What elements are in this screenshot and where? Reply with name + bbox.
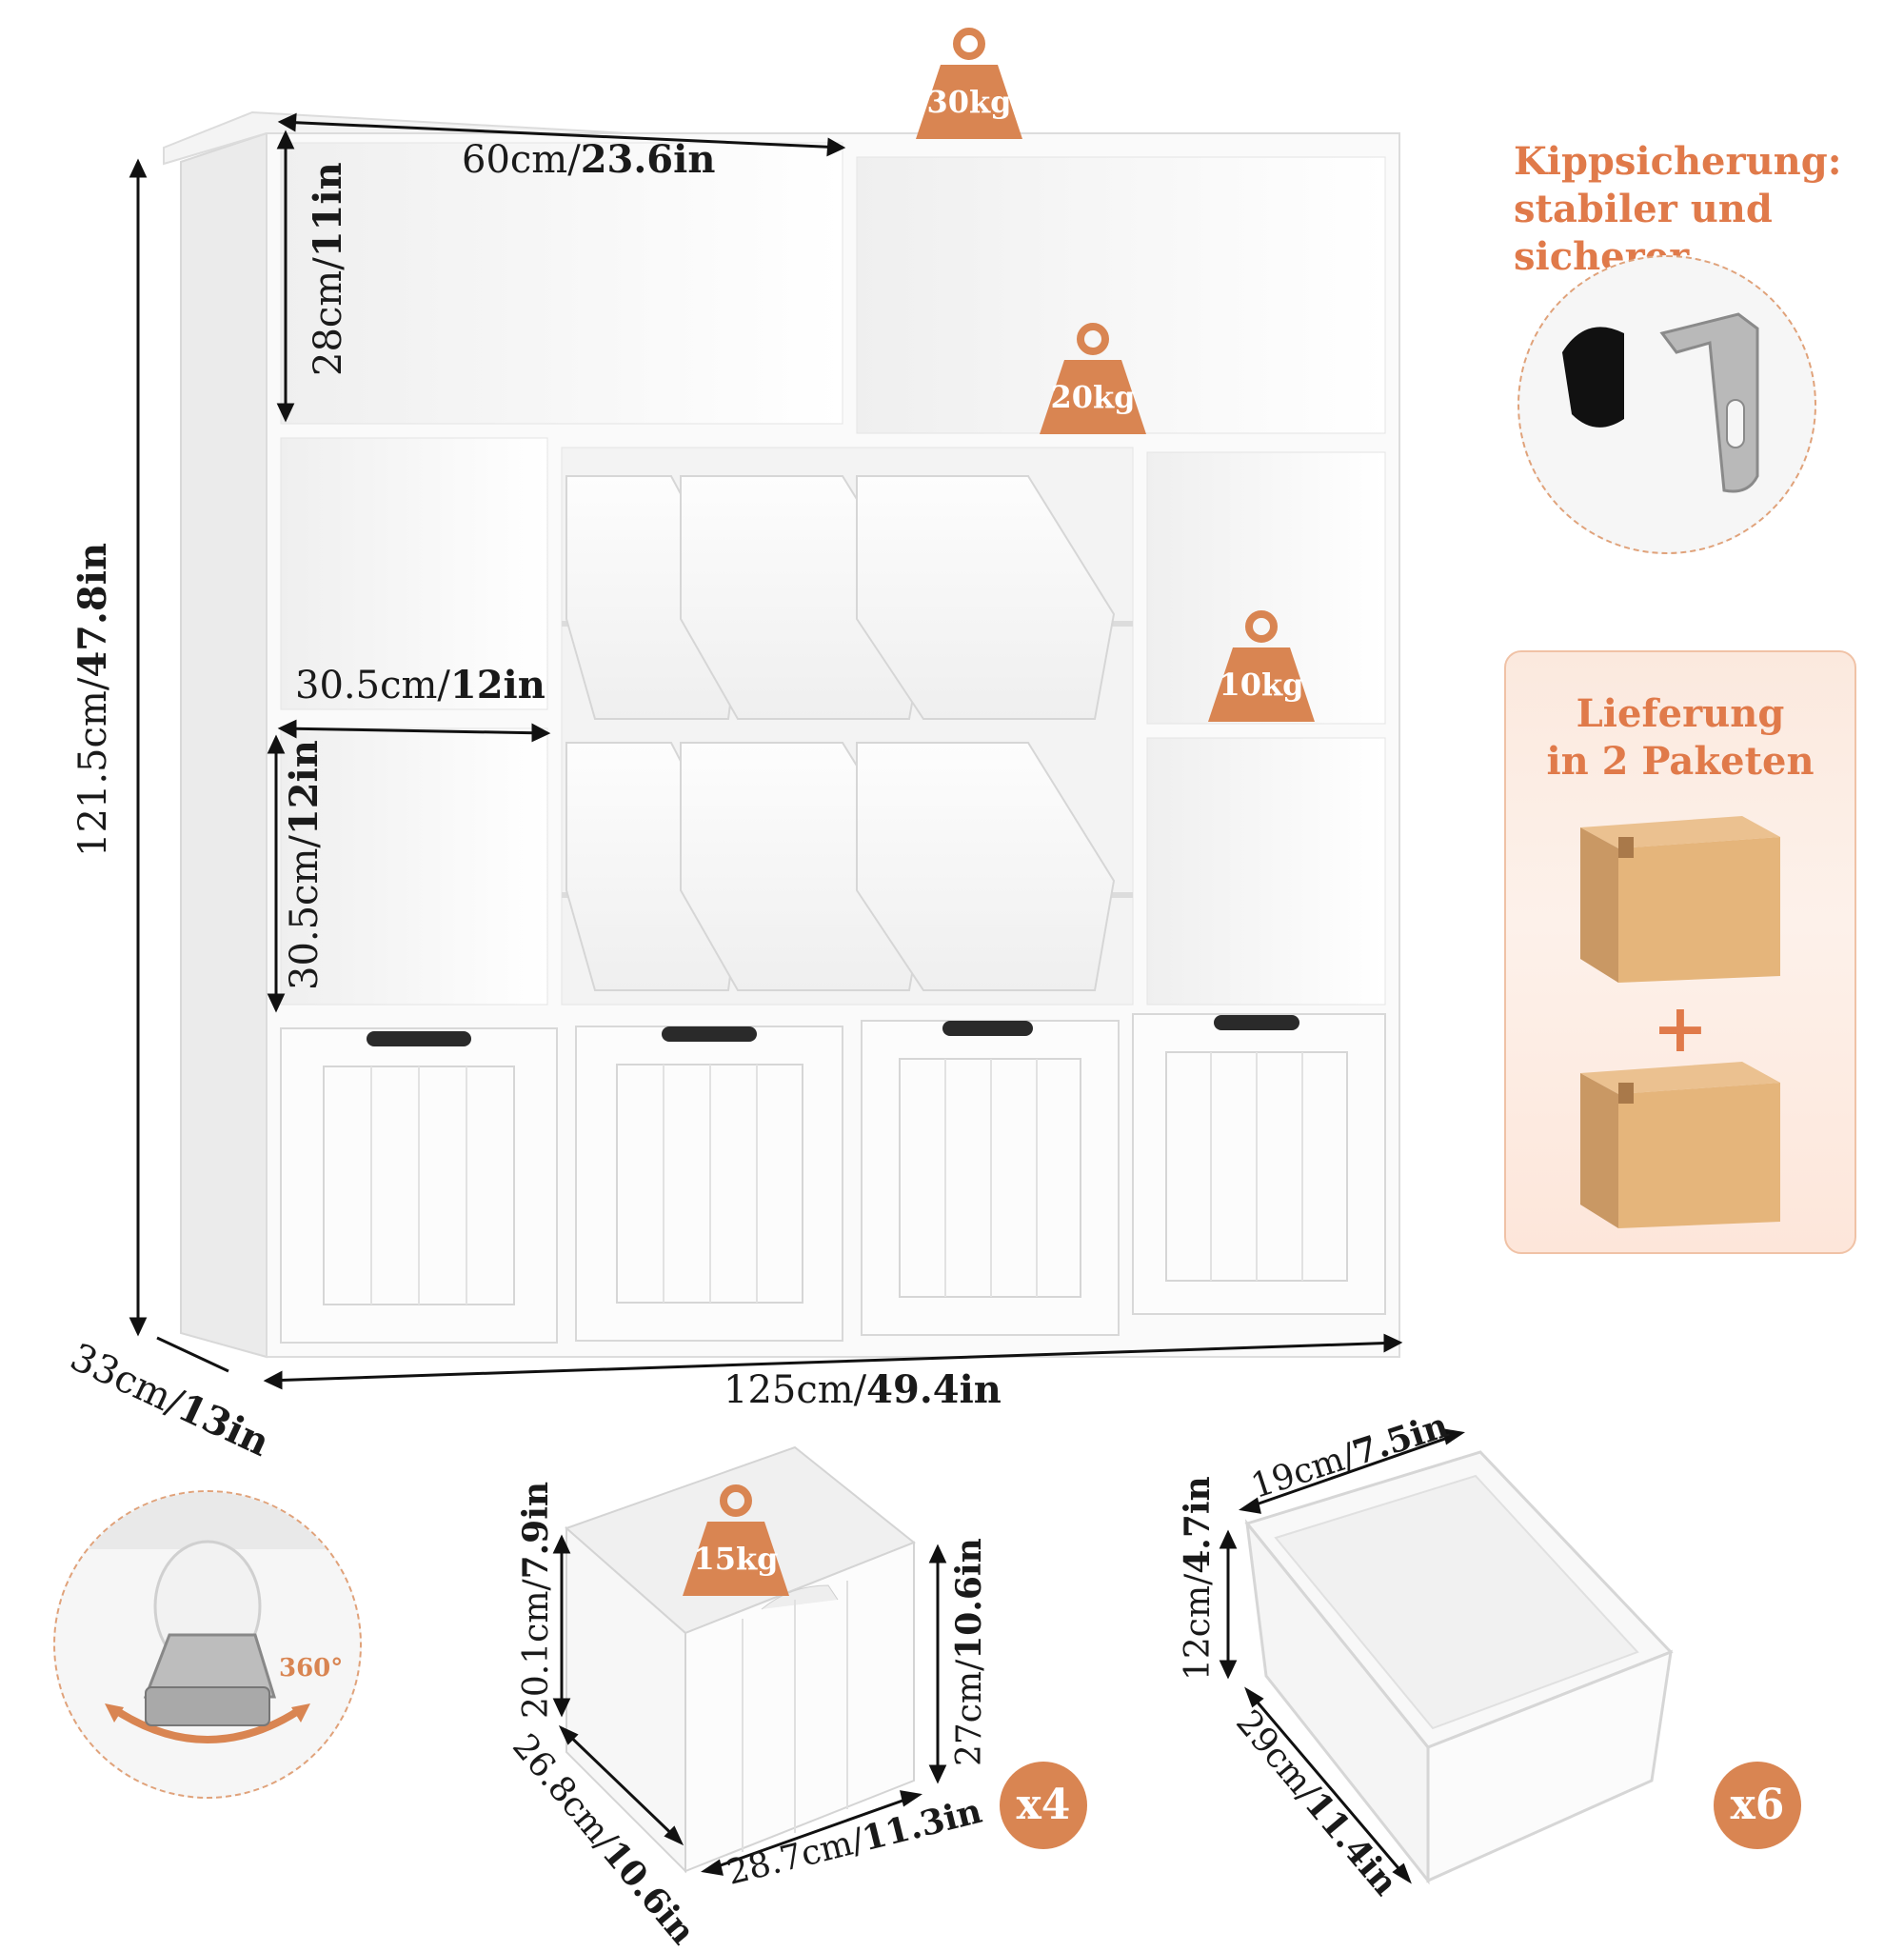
delivery-panel: Lieferung in 2 Paketen + xyxy=(1504,650,1856,1254)
weight-tag-side-cube: 10kg xyxy=(1204,609,1319,733)
weight-tag-top: 30kg xyxy=(912,27,1026,150)
dim-in: 12in xyxy=(449,663,545,707)
dim-cm: 12cm/ xyxy=(1179,1573,1218,1681)
plus-sign: + xyxy=(1652,988,1709,1067)
dim-cm: 125cm/ xyxy=(724,1368,867,1412)
weight-label: 15kg xyxy=(693,1541,779,1577)
dim-total-width: 125cm/49.4in xyxy=(724,1368,1002,1412)
weight-tag-drawer: 15kg xyxy=(679,1484,793,1607)
delivery-title: Lieferung in 2 Paketen xyxy=(1506,690,1854,786)
anti-tip-bracket-image xyxy=(1517,255,1816,554)
dim-in: 4.7in xyxy=(1178,1476,1218,1574)
package-box-icon xyxy=(1580,816,1780,983)
dim-top-width: 60cm/23.6in xyxy=(462,138,715,182)
delivery-line2: in 2 Paketen xyxy=(1546,739,1815,784)
tip-protection-line1: Kippsicherung: xyxy=(1514,139,1842,184)
weight-label: 10kg xyxy=(1219,667,1304,703)
dim-cm: 60cm/ xyxy=(462,138,581,182)
bin-illustration xyxy=(1219,1428,1674,1885)
bin-count-badge: x6 xyxy=(1714,1762,1801,1849)
dim-bin-height: 12cm/4.7in xyxy=(1178,1476,1218,1681)
rotation-360-label: 360° xyxy=(279,1654,344,1683)
package-box-icon xyxy=(1580,1062,1780,1228)
dim-in: 49.4in xyxy=(866,1367,1002,1412)
weight-label: 20kg xyxy=(1050,379,1136,415)
dim-cube-width: 30.5cm/12in xyxy=(295,664,545,707)
drawer-count-badge: x4 xyxy=(1000,1762,1087,1849)
dim-in: 23.6in xyxy=(580,137,716,182)
dim-cm: 30.5cm/ xyxy=(295,664,450,707)
weight-tag-upper-shelf: 20kg xyxy=(1036,322,1150,446)
weight-label: 30kg xyxy=(926,84,1012,120)
delivery-line1: Lieferung xyxy=(1576,691,1785,736)
cabinet-illustration xyxy=(129,110,1403,1390)
